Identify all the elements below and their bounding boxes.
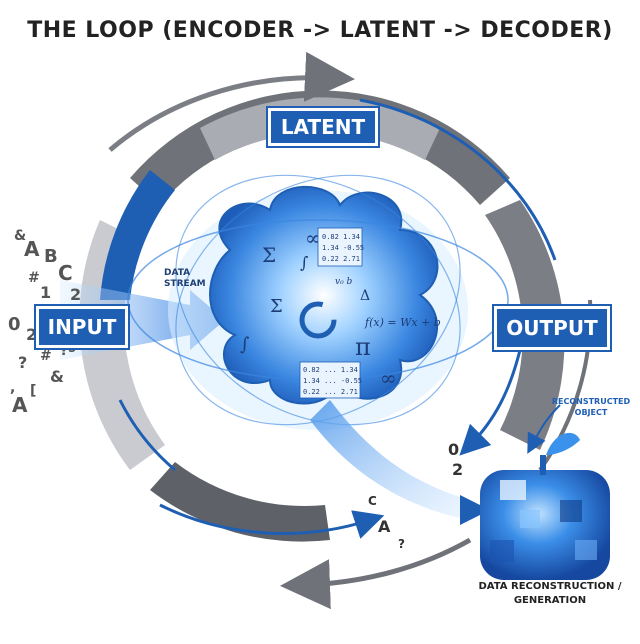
bottom-orbit-arrow xyxy=(280,537,472,610)
output-stream xyxy=(310,400,490,525)
output-arrow xyxy=(460,495,490,525)
pi-symbol: π xyxy=(355,333,371,361)
input-glyph: & xyxy=(50,367,64,386)
generation-label: DATA RECONSTRUCTION / GENERATION xyxy=(478,581,622,606)
output-glyph: 0 xyxy=(448,440,459,459)
infinity-symbol-2: ∞ xyxy=(380,366,397,390)
data-stream-label: DATA STREAM xyxy=(164,268,206,289)
input-glyph: A xyxy=(12,393,28,417)
input-glyph: 0 xyxy=(8,314,21,335)
bottom-blue-arrow xyxy=(159,503,385,539)
input-glyph: 2 xyxy=(26,325,37,344)
delta-symbol: Δ xyxy=(360,288,370,304)
ring-segment-bottom xyxy=(150,462,330,542)
matrix-top-row-2: 1.34 -0.55 xyxy=(322,244,364,252)
integral-symbol-2: ∫ xyxy=(300,253,308,272)
matrix-top: 0.82 1.34 1.34 -0.55 0.22 2.71 xyxy=(317,227,364,267)
page-title: THE LOOP (ENCODER -> LATENT -> DECODER) xyxy=(27,18,613,43)
outer-ring xyxy=(79,90,565,542)
input-glyph: # xyxy=(28,270,40,286)
output-label-arrow xyxy=(459,349,522,456)
top-right-orbit-arrow xyxy=(359,98,557,261)
output-glyph: C xyxy=(368,494,377,508)
infinity-symbol-1: ∞ xyxy=(305,226,322,250)
input-glyph: 2 xyxy=(70,285,81,304)
recon-object-arrow xyxy=(527,404,561,454)
output-glyph: 2 xyxy=(452,460,463,479)
formula-group: f(x) = Wx + b π Σ Σ ∞ ∞ ∫ ∫ Δ v₀ b xyxy=(240,226,441,390)
linear-formula: f(x) = Wx + b xyxy=(364,316,441,329)
vb-symbol: v₀ b xyxy=(335,277,353,287)
matrix-bottom-row-3: 0.22 ... 2.71 xyxy=(303,388,358,396)
matrix-bottom-row-2: 1.34 ... -0.55 xyxy=(303,377,362,385)
matrix-top-row-1: 0.82 1.34 xyxy=(322,233,360,241)
input-glyph: & xyxy=(14,228,26,244)
output-glyph: ? xyxy=(398,537,405,551)
matrix-bottom-row-1: 0.82 ... 1.34 xyxy=(303,366,358,374)
integral-symbol-1: ∫ xyxy=(240,334,250,355)
input-glyph: , xyxy=(10,380,15,396)
input-glyph: A xyxy=(24,237,40,261)
top-orbit-arrow xyxy=(108,51,355,152)
input-glyph: [ xyxy=(30,383,36,399)
input-glyph: 1 xyxy=(40,283,51,302)
pixel-apple xyxy=(480,432,610,580)
left-inner-arc xyxy=(118,399,176,472)
latent-cloud xyxy=(127,174,509,430)
input-glyph: B xyxy=(44,246,58,267)
input-glyph: C xyxy=(58,261,73,285)
sigma-symbol-1: Σ xyxy=(262,243,276,267)
matrix-bottom: 0.82 ... 1.34 1.34 ... -0.55 0.22 ... 2.… xyxy=(299,361,362,399)
reconstructed-object-label: RECONSTRUCTED OBJECT xyxy=(551,397,631,417)
output-label: OUTPUT xyxy=(494,306,610,350)
input-glyph: ? xyxy=(60,343,68,359)
output-glyph: A xyxy=(378,517,391,536)
output-stream-shape xyxy=(310,400,470,520)
matrix-top-row-3: 0.22 2.71 xyxy=(322,255,360,263)
input-glyph: ? xyxy=(18,353,27,372)
loop-icon xyxy=(299,301,337,339)
sigma-symbol-2: Σ xyxy=(270,296,283,317)
ring-segment-left-blue xyxy=(100,170,175,300)
input-label: INPUT xyxy=(36,306,128,348)
input-glyph: # xyxy=(40,348,52,364)
latent-label: LATENT xyxy=(268,108,378,146)
apple-leaf xyxy=(546,432,580,455)
